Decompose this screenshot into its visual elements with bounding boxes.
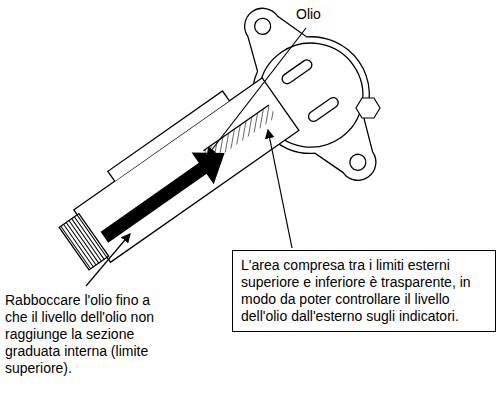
screw-head — [356, 98, 380, 118]
note-text: Rabboccare l'olio fino a che il livello … — [5, 292, 175, 377]
note-box: L'area compresa tra i limiti esterni sup… — [232, 250, 496, 332]
part-label: Olio — [296, 6, 356, 23]
leader-line — [86, 234, 130, 286]
leader-line — [268, 130, 292, 248]
leader-line — [207, 28, 306, 156]
note-text: L'area compresa tra i limiti esterni sup… — [241, 257, 487, 325]
